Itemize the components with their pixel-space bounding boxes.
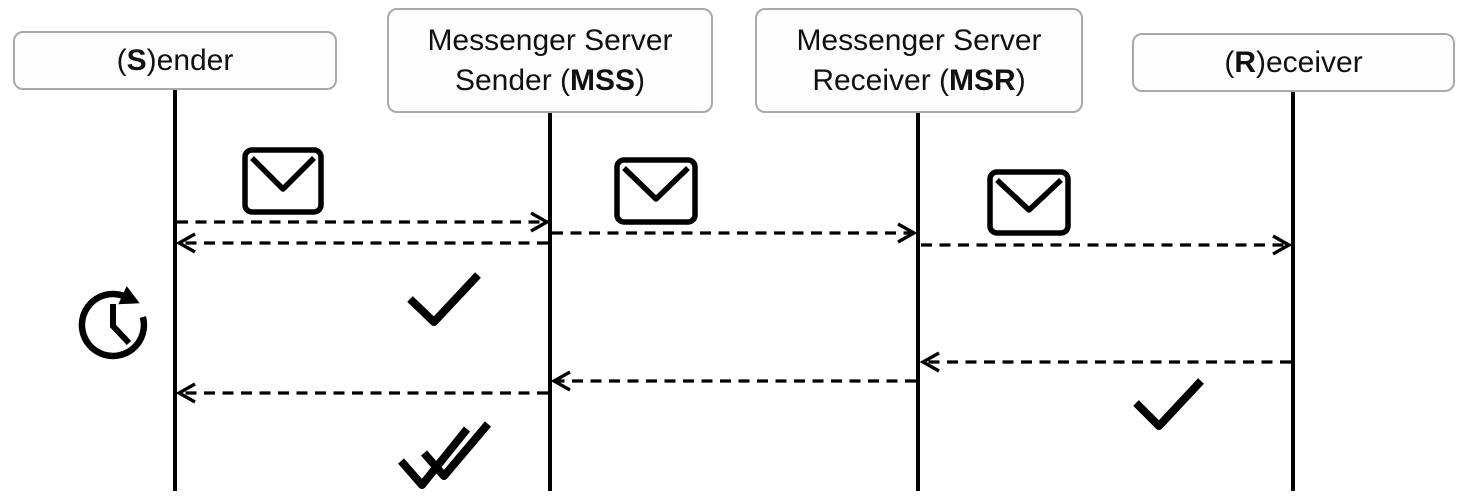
actor-box-sender: (S)ender <box>13 31 337 90</box>
arrow-sender-to-mss <box>177 211 551 233</box>
actor-label-line2: Sender (MSS) <box>454 63 646 97</box>
arrow-msr-to-mss-ack <box>550 370 916 392</box>
arrowhead-right-icon <box>897 222 918 244</box>
arrow-msr-to-receiver <box>921 234 1293 256</box>
actor-label-line2: Receiver (MSR) <box>812 63 1026 97</box>
clock-retry-icon <box>78 286 148 360</box>
double-check-icon <box>397 421 492 489</box>
arrow-receiver-to-msr-ack <box>919 351 1291 373</box>
check-icon <box>407 272 481 326</box>
actor-label: (S)ender <box>116 43 234 77</box>
arrow-mss-to-sender-delivered <box>175 382 548 404</box>
envelope-icon <box>614 157 698 225</box>
arrow-mss-to-sender-ack <box>175 232 548 254</box>
arrowhead-left-icon <box>175 382 196 404</box>
envelope-icon <box>987 169 1071 236</box>
check-icon <box>1133 378 1204 430</box>
actor-box-mss: Messenger Server Sender (MSS) <box>387 8 713 113</box>
arrowhead-left-icon <box>550 370 571 392</box>
actor-label: (R)eceiver <box>1224 45 1363 79</box>
actor-label-line1: Messenger Server <box>427 23 673 57</box>
actor-box-msr: Messenger Server Receiver (MSR) <box>755 8 1083 113</box>
arrowhead-right-icon <box>1272 234 1293 256</box>
actor-box-receiver: (R)eceiver <box>1132 33 1455 92</box>
arrowhead-left-icon <box>919 351 940 373</box>
lifelines <box>173 90 1295 491</box>
actor-label-line1: Messenger Server <box>796 23 1042 57</box>
envelope-icon <box>242 147 324 215</box>
arrowhead-left-icon <box>175 232 196 254</box>
arrowhead-right-icon <box>530 211 551 233</box>
arrow-mss-to-msr <box>552 222 918 244</box>
